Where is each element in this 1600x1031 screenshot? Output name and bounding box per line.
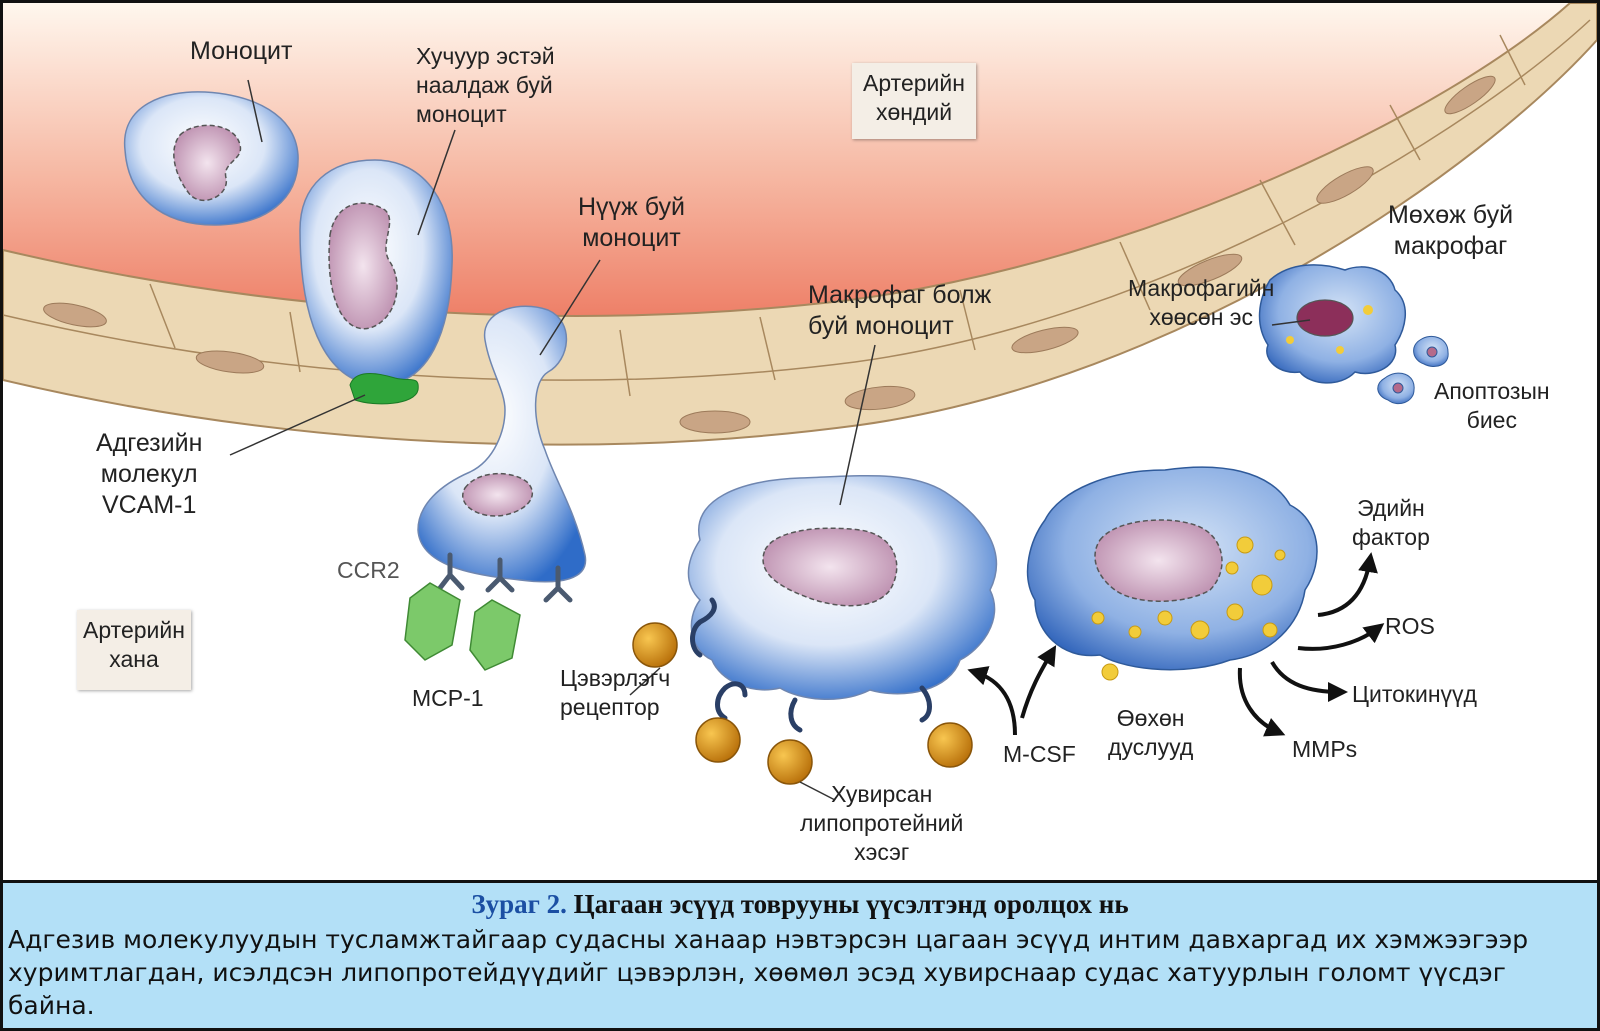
mcp1-chemokines [404, 582, 521, 671]
artery-lumen-box [852, 63, 976, 139]
endothelial-nuclei [43, 75, 1496, 434]
label-cytokines: Цитокинүүд [1352, 681, 1477, 707]
signaling-arrows [967, 552, 1385, 737]
differentiating-monocyte [687, 474, 998, 700]
label-mcp1: MCP-1 [412, 685, 484, 711]
mcsf-arrow-to-macrophage [967, 666, 1017, 736]
mcsf-arrow-to-foam-cell [1020, 645, 1057, 719]
ccr2-receptors [437, 552, 573, 603]
label-tissue-factor: Эдийн фактор [1352, 495, 1430, 550]
artery-wall-box [77, 610, 191, 690]
vcam1-adhesion-molecule [349, 373, 419, 405]
label-artery-lumen: Артерийн хөндий [863, 70, 965, 125]
label-ros: ROS [1385, 613, 1435, 639]
endothelium-inner-line [2, 19, 1591, 381]
label-mmps: MMPs [1292, 736, 1358, 762]
dying-macrophage [1258, 264, 1407, 384]
foam-cell [1026, 466, 1318, 681]
caption-figure-number: Зураг 2. [471, 889, 567, 919]
label-monocyte: Моноцит [190, 37, 293, 65]
apoptotic-bodies [1377, 336, 1449, 405]
label-modified-lipoprotein: Хувирсан липопротейний хэсэг [800, 781, 964, 865]
label-foam-cell: Макрофагийн хөөсөн эс [1128, 275, 1275, 330]
ros-arrow [1297, 623, 1385, 651]
label-dying-macrophage: Мөхөж буй макрофаг [1388, 201, 1514, 260]
scavenger-receptors [690, 597, 932, 733]
label-lipid-droplets: Өөхөн дуслууд [1108, 705, 1194, 760]
label-ccr2: CCR2 [337, 557, 400, 583]
label-scavenger-receptor: Цэвэрлэгч рецептор [560, 665, 671, 720]
caption-title: Цагаан эсүүд товрууны үүсэлтэнд оролцох … [573, 889, 1129, 919]
endothelial-cell-divisions [149, 34, 1526, 397]
label-adhesion-molecule: Адгезийн молекул VCAM-1 [96, 429, 203, 519]
modified-lipoproteins [632, 622, 973, 785]
rolling-monocyte [299, 159, 453, 386]
caption-title-line: Зураг 2. Цагаан эсүүд товрууны үүсэлтэнд… [3, 889, 1597, 920]
label-mcsf: M-CSF [1003, 741, 1076, 767]
figure-caption: Зураг 2. Цагаан эсүүд товрууны үүсэлтэнд… [3, 880, 1597, 1028]
free-monocyte [124, 91, 299, 226]
label-migrating-monocyte: Нүүж буй моноцит [578, 193, 685, 252]
label-apoptotic-bodies: Апоптозын биес [1434, 378, 1550, 433]
leader-lines [229, 79, 1311, 801]
label-differentiating-monocyte: Макрофаг болж буй моноцит [808, 281, 992, 340]
label-artery-wall: Артерийн хана [83, 617, 185, 672]
caption-body: Адгезив молекулуудын тусламжтайгаар суда… [8, 925, 1529, 1020]
cytokines-arrow [1270, 660, 1348, 702]
label-rolling-monocyte: Хучуур эстэй наалдаж буй моноцит [416, 43, 555, 127]
mmps-arrow [1237, 667, 1286, 737]
lipid-droplets [1091, 536, 1286, 681]
migrating-monocyte [417, 305, 587, 583]
tissue-factor-arrow [1317, 552, 1378, 617]
atherosclerosis-diagram [2, 2, 1598, 801]
